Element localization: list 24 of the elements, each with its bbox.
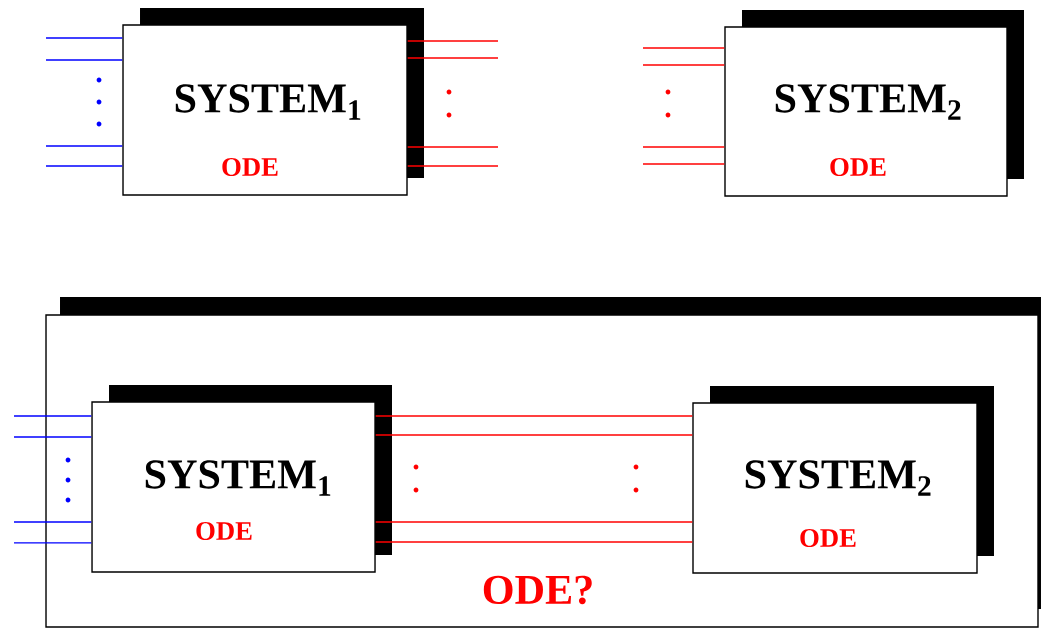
- system-box: SYSTEM$_{1}$ ODE: [91, 385, 392, 573]
- system-box: SYSTEM$_{2}$ ODE: [692, 386, 994, 574]
- connector-line: [45, 59, 123, 61]
- connector-line: [13, 415, 92, 417]
- connector-line: [375, 434, 693, 436]
- connector-line: [375, 521, 693, 523]
- connector-line: [407, 40, 499, 42]
- connector-line: [407, 146, 499, 148]
- connector-line: [45, 165, 123, 167]
- system-box: SYSTEM$_{1}$ ODE: [122, 8, 424, 196]
- connector-line: [45, 145, 123, 147]
- connector-line: [13, 542, 92, 544]
- connector-line: [407, 165, 499, 167]
- connector-line: [642, 146, 725, 148]
- connector-line: [375, 541, 693, 543]
- connector-line: [13, 436, 92, 438]
- connector-line: [642, 64, 725, 66]
- connector-line: [375, 415, 693, 417]
- system-box: SYSTEM$_{2}$ ODE: [724, 10, 1024, 197]
- connector-line: [13, 521, 92, 523]
- connector-line: [642, 163, 725, 165]
- connector-line: [45, 37, 123, 39]
- connector-line: [407, 57, 499, 59]
- connector-line: [642, 47, 725, 49]
